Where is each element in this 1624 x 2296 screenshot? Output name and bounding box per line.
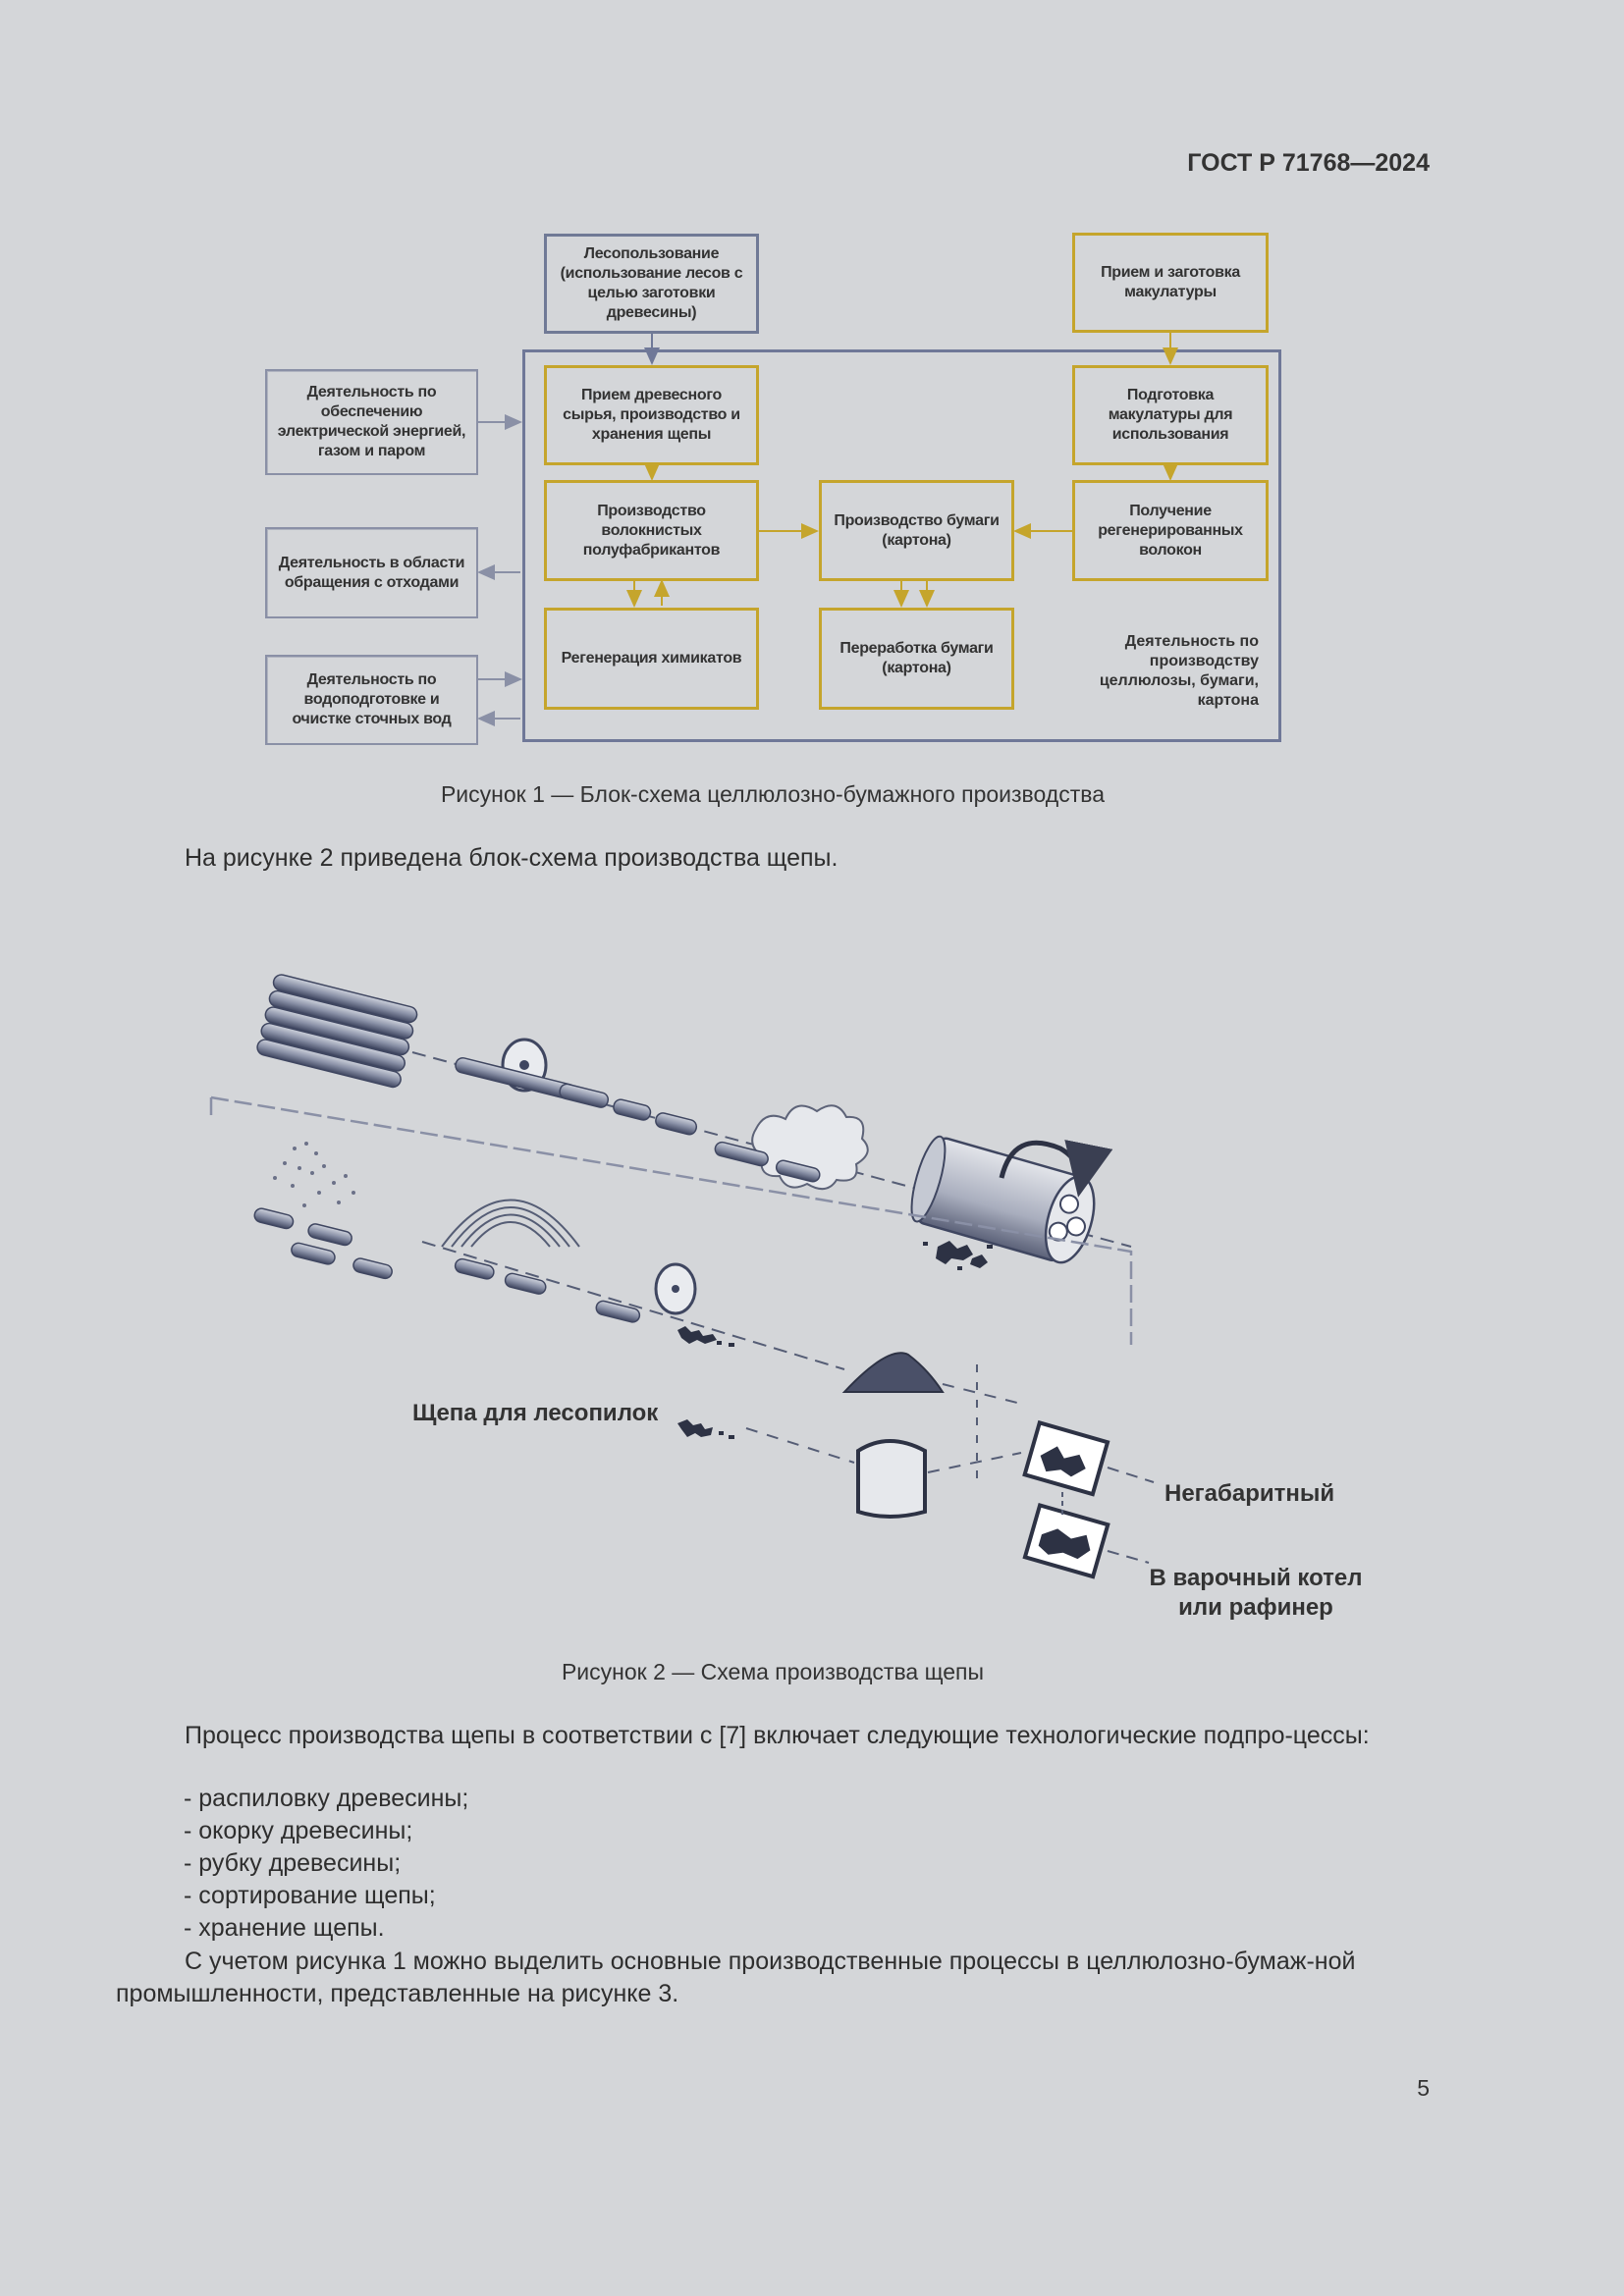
debarking-icon <box>714 1104 869 1191</box>
list-item: - сортирование щепы; <box>184 1882 436 1909</box>
box-regeneratsiya: Регенерация химикатов <box>544 608 759 710</box>
log-pile-icon <box>256 974 418 1089</box>
rotation-arrow-icon <box>999 1139 1113 1198</box>
chipper-icon <box>595 1262 734 1347</box>
conveyor-frame <box>209 1095 1133 1345</box>
box-pererabotka: Переработка бумаги (картона) <box>819 608 1014 710</box>
list-item: - хранение щепы. <box>184 1914 385 1942</box>
box-lesopolzovanie: Лесопользование (использование лесов с ц… <box>544 234 759 334</box>
label-to-digester: В варочный котел или рафинер <box>1149 1565 1363 1621</box>
washing-spray-icon <box>273 1142 355 1207</box>
screen-accepted-icon <box>1022 1502 1110 1579</box>
paragraph-process: Процесс производства щепы в соответствии… <box>185 1722 1370 1749</box>
box-waste: Деятельность в области обращения с отход… <box>265 527 478 618</box>
chip-pile-icon <box>841 1352 945 1393</box>
box-water: Деятельность по водоподготовке и очистке… <box>265 655 478 745</box>
page-header: ГОСТ Р 71768—2024 <box>1187 149 1430 177</box>
figure-1-arrows <box>477 332 1178 726</box>
production-frame <box>522 349 1281 742</box>
figure-1-block-diagram: Лесопользование (использование лесов с ц… <box>0 0 1624 785</box>
box-priem-syrya: Прием древесного сырья, производство и х… <box>544 365 759 465</box>
frame-label: Деятельность по производству целлюлозы, … <box>1099 633 1259 709</box>
pile-flow-line <box>942 1383 1022 1405</box>
box-volokno: Производство волокнистых полуфабрикантов <box>544 480 759 581</box>
list-item: - рубку древесины; <box>184 1849 402 1877</box>
paragraph-summary: С учетом рисунка 1 можно выделить основн… <box>116 1948 1356 2007</box>
log-pieces-icon <box>559 1083 698 1136</box>
debarking-drum-icon <box>910 1135 1096 1264</box>
chip-silo-icon <box>856 1439 927 1519</box>
box-priem-makulatury: Прием и заготовка макулатуры <box>1072 233 1269 333</box>
intro-figure-2: На рисунке 2 приведена блок-схема произв… <box>185 844 839 872</box>
oversize-output-line <box>1107 1467 1155 1483</box>
figure-2-chip-production-scheme <box>209 974 1155 1579</box>
box-proizvodstvo-bumagi: Производство бумаги (картона) <box>819 480 1014 581</box>
label-oversize: Негабаритный <box>1164 1480 1335 1507</box>
detector-logs-icon <box>454 1257 547 1295</box>
box-podgotovka-makulatury: Подготовка макулатуры для использования <box>1072 365 1269 465</box>
box-regenerirovannye-volokna: Получение регенерированных волокон <box>1072 480 1269 581</box>
digester-output-line <box>1107 1550 1150 1564</box>
list-item: - распиловку древесины; <box>184 1785 469 1812</box>
list-item: - окорку древесины; <box>184 1817 413 1844</box>
lower-flow-line <box>421 1241 845 1370</box>
washed-logs-icon <box>253 1207 393 1280</box>
sawmill-chips-icon <box>677 1419 734 1439</box>
silo-flow-line <box>927 1452 1022 1473</box>
figure-2-caption: Рисунок 2 — Схема производства щепы <box>561 1659 985 1684</box>
process-list: - распиловку древесины; - окорку древеси… <box>184 1783 468 1945</box>
sawmill-flow-line <box>745 1427 855 1464</box>
label-sawmill-chips: Щепа для лесопилок <box>412 1400 659 1426</box>
metal-detector-icon <box>441 1199 580 1248</box>
bark-particles-icon <box>923 1241 993 1270</box>
page-number: 5 <box>1417 2075 1430 2101</box>
figure-1-caption: Рисунок 1 — Блок-схема целлюлозно-бумажн… <box>440 781 1106 807</box>
screen-oversize-icon <box>1022 1419 1110 1497</box>
saw-icon <box>455 1038 576 1100</box>
box-energy: Деятельность по обеспечению электрическо… <box>265 369 478 475</box>
